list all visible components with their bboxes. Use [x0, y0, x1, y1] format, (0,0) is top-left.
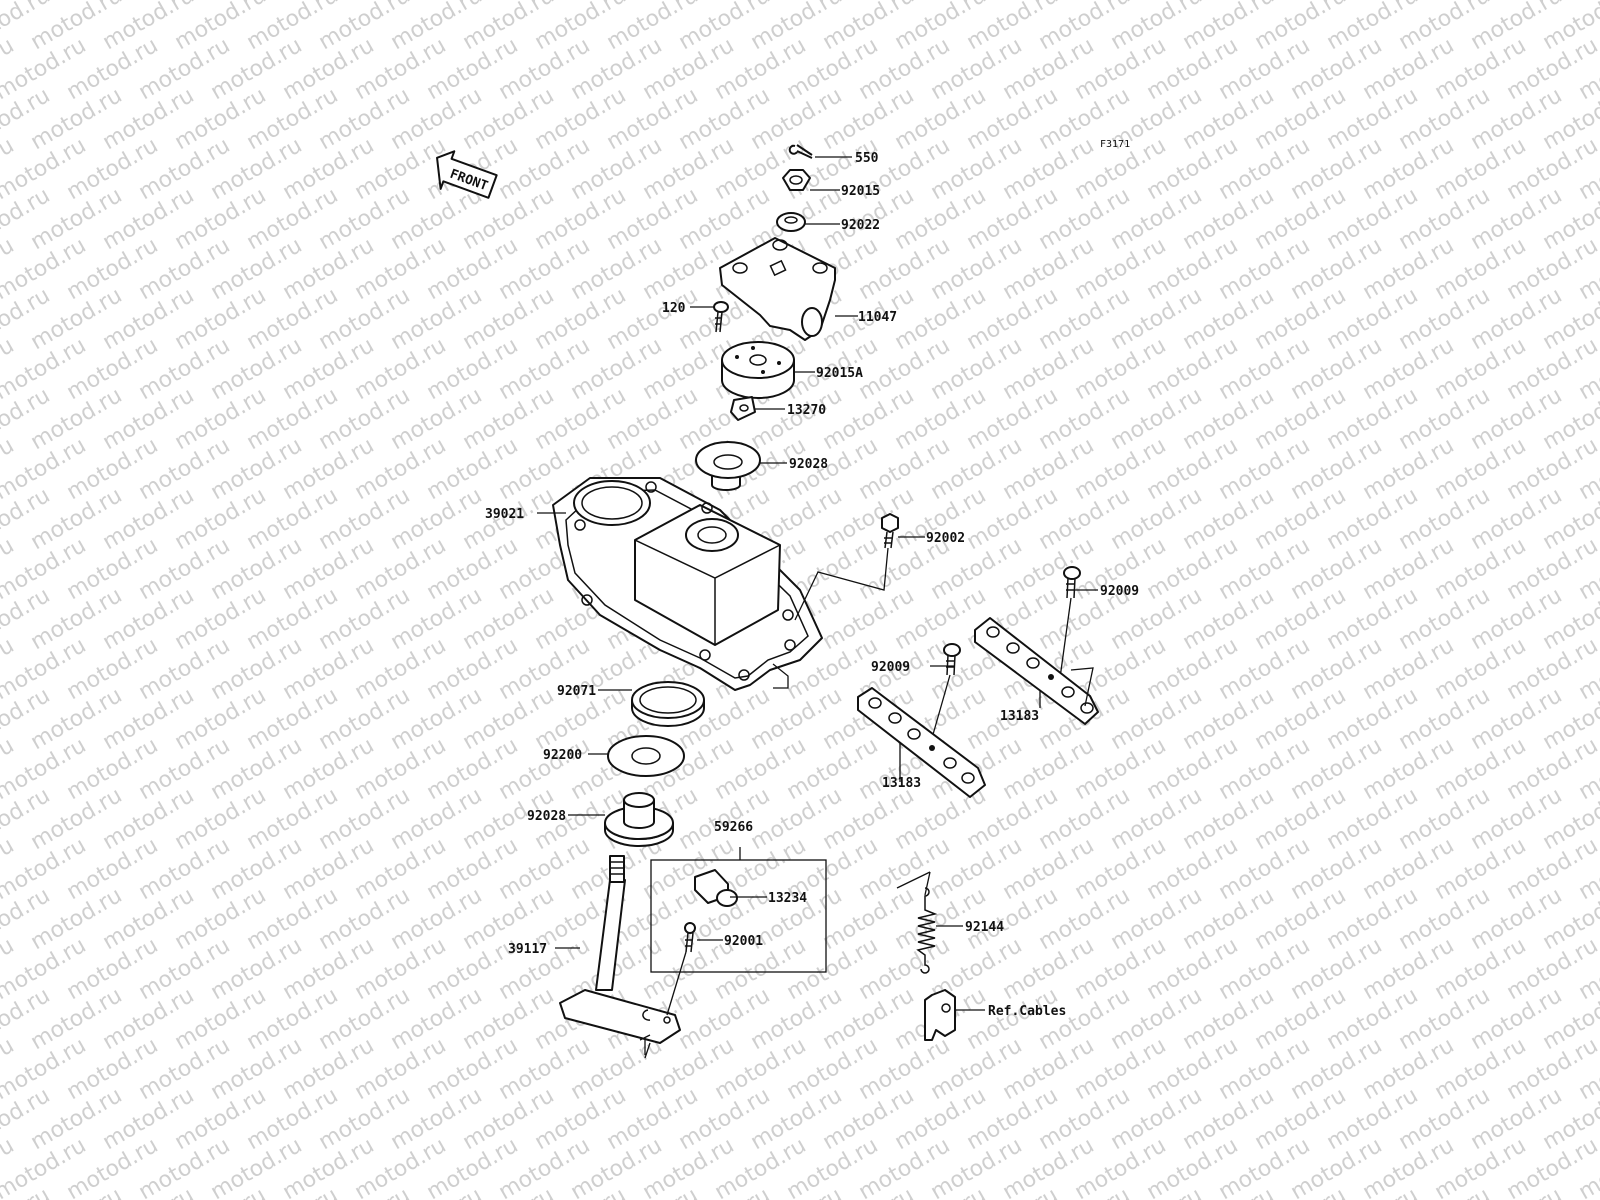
- callout-92200: 92200: [543, 748, 582, 763]
- callout-13270: 13270: [787, 403, 826, 418]
- bushing-lower-part: [604, 792, 674, 847]
- bolt-92002-part: [794, 513, 899, 621]
- callout-11047: 11047: [858, 310, 897, 325]
- callout-92002: 92002: [926, 531, 965, 546]
- clip-part: [730, 396, 756, 421]
- callout-92071: 92071: [557, 684, 596, 699]
- shaft-part: [559, 855, 681, 1059]
- bracket-part: [719, 237, 836, 341]
- callout-92028-lower: 92028: [527, 809, 566, 824]
- screw-92009-upper-part: [1059, 566, 1081, 679]
- callout-92144: 92144: [965, 920, 1004, 935]
- callout-92015: 92015: [841, 184, 880, 199]
- seal-part: [631, 681, 705, 727]
- damper-part: [721, 341, 795, 399]
- callout-92022: 92022: [841, 218, 880, 233]
- callout-59266: 59266: [714, 820, 753, 835]
- washer-part: [776, 212, 806, 232]
- watermark-text: motod.ru: [1575, 0, 1600, 5]
- leader-lines: [537, 156, 1098, 1011]
- callout-92015a: 92015A: [816, 366, 863, 381]
- callout-39117: 39117: [508, 942, 547, 957]
- castle-nut-part: [782, 169, 811, 191]
- callout-13234: 13234: [768, 891, 807, 906]
- figure-code: F3171: [1100, 139, 1130, 150]
- callout-550: 550: [855, 151, 879, 166]
- kit-59266-box: [650, 847, 827, 1016]
- callout-92028-upper: 92028: [789, 457, 828, 472]
- housing-plate-part: [552, 477, 823, 691]
- callout-39021: 39021: [485, 507, 524, 522]
- cable-bracket-part: [924, 989, 956, 1041]
- callout-13183-lower: 13183: [882, 776, 921, 791]
- callout-92001: 92001: [724, 934, 763, 949]
- cotter-pin-part: [788, 144, 813, 159]
- plate-13183-lower-part: [857, 687, 986, 798]
- callout-92009-upper: 92009: [1100, 584, 1139, 599]
- washer-92200-part: [607, 735, 685, 777]
- front-arrow-icon: FRONT: [436, 150, 498, 199]
- callout-13183-upper: 13183: [1000, 709, 1039, 724]
- spring-part: [896, 871, 938, 974]
- callout-ref-cables: Ref.Cables: [988, 1004, 1066, 1019]
- plate-13183-upper-part: [974, 617, 1099, 725]
- callout-92009-lower: 92009: [871, 660, 910, 675]
- callout-120: 120: [662, 301, 686, 316]
- callout-labels: 550 92015 92022 11047 120 92015A 13270 9…: [485, 151, 1139, 1019]
- bushing-upper-part: [695, 441, 761, 491]
